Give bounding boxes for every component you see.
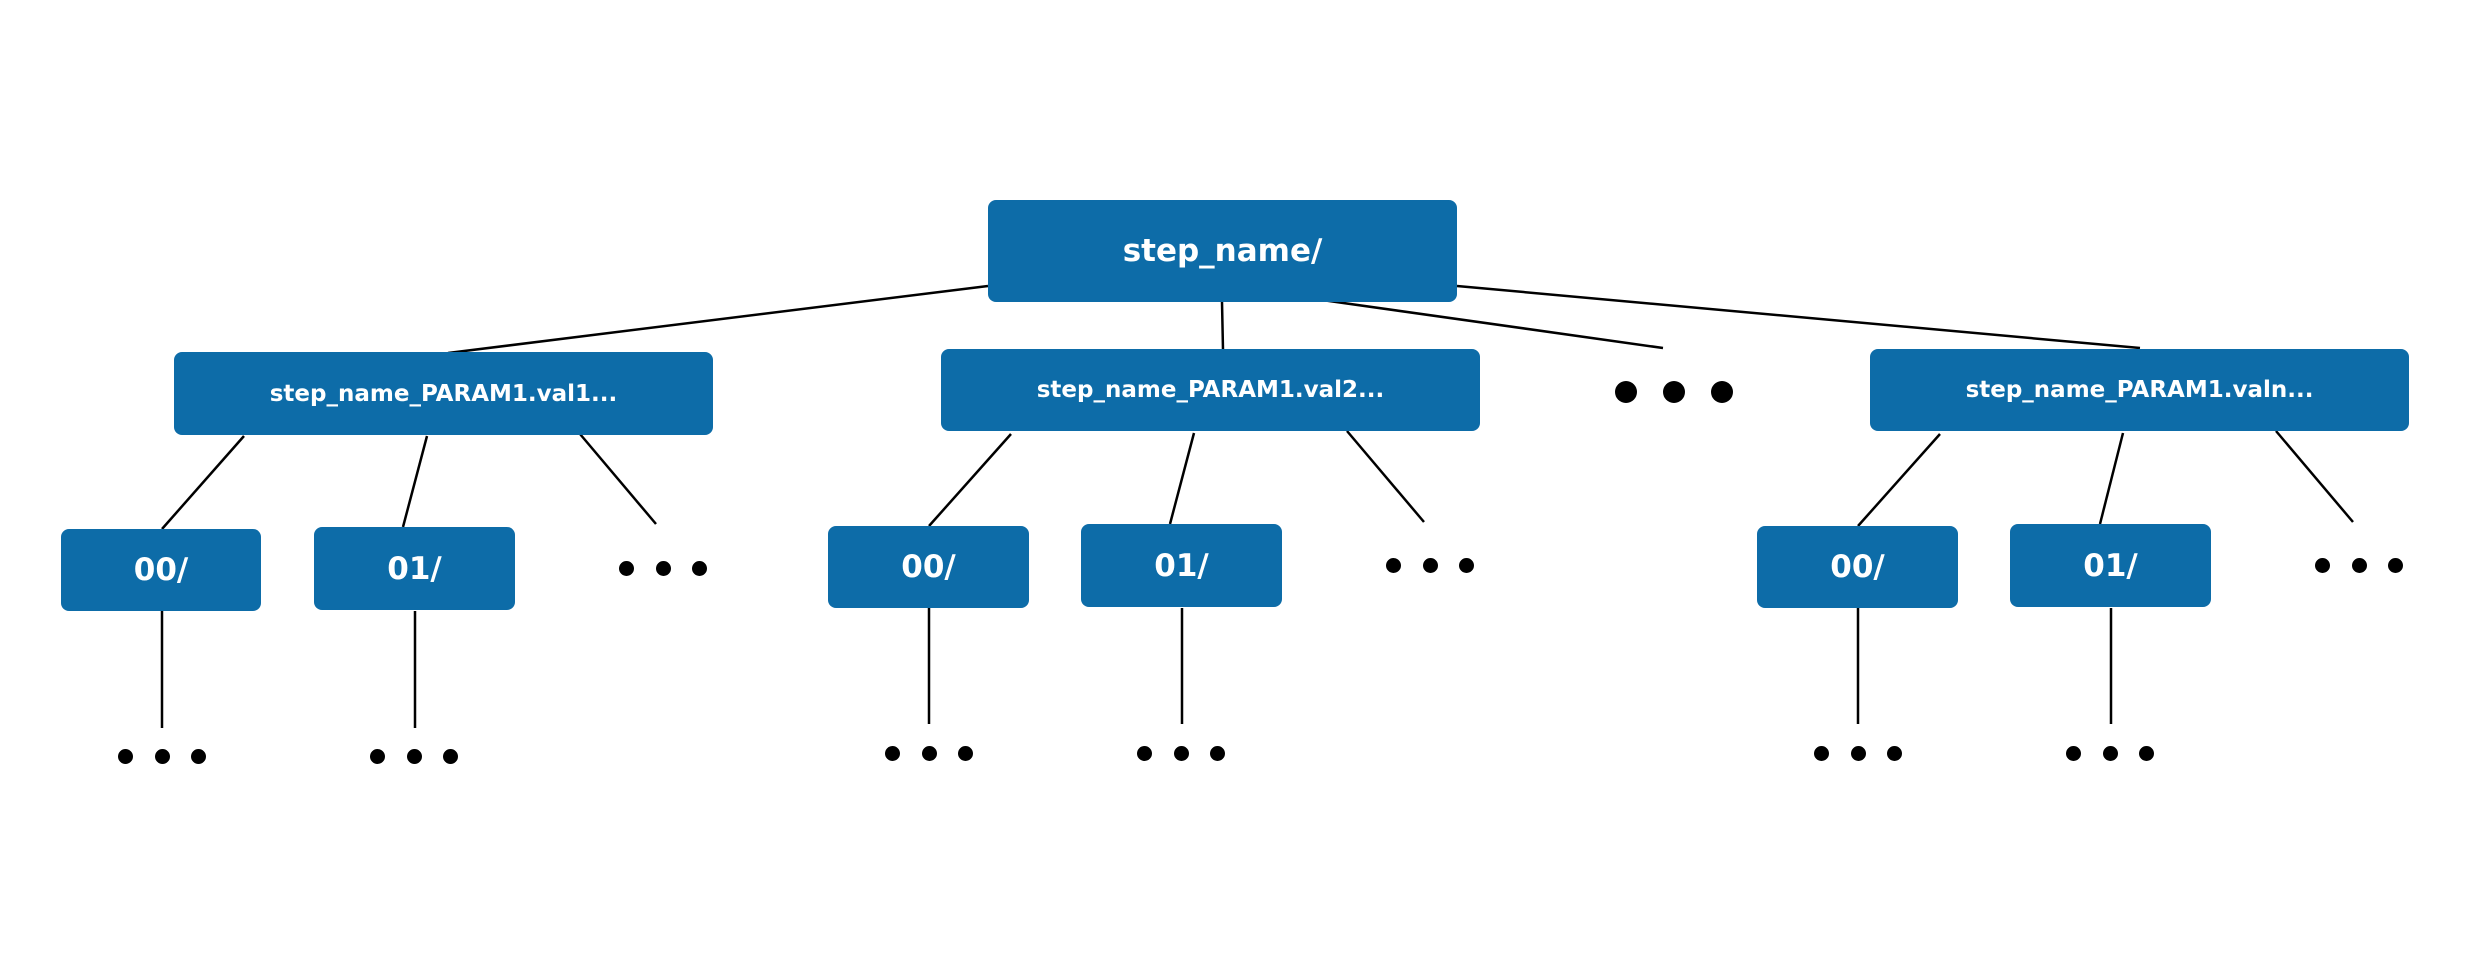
ellipsis-dot [1422,558,1438,573]
edge-param2-to-00 [928,433,1012,527]
leaf-ellipsis-param1-00 [118,749,206,764]
edge-param2-to-ellipsis [1346,430,1425,523]
dir-ellipsis-param2 [1386,558,1474,573]
leaf-ellipsis-param1-01 [370,749,458,764]
edge-param1-to-01 [401,435,429,528]
leaf-ellipsis-param2-01 [1137,746,1225,761]
ellipsis-dot [619,561,634,576]
ellipsis-dot [1173,746,1189,761]
edge-root-to-param2 [1220,301,1225,351]
ellipsis-dot [2351,558,2367,573]
ellipsis-dot [154,749,170,764]
ellipsis-dot [2388,558,2403,573]
ellipsis-dot [1663,381,1685,403]
ellipsis-dot [958,746,973,761]
dir-node-01-paramn: 01/ [2010,524,2211,607]
ellipsis-dot [406,749,422,764]
edge-param2-to-01 [1168,432,1196,525]
ellipsis-dot [692,561,707,576]
ellipsis-dot [2139,746,2154,761]
dir-node-00-paramn: 00/ [1757,526,1958,608]
dir-node-01-param1: 01/ [314,527,515,610]
dir-node-00-param1: 00/ [61,529,261,611]
edge-paramn-to-00 [1857,433,1941,527]
leaf-ellipsis-param2-00 [885,746,973,761]
edge-root-to-paramn [1456,284,2141,350]
ellipsis-dot [191,749,206,764]
ellipsis-dot [370,749,385,764]
ellipsis-dot [1711,381,1733,403]
ellipsis-dot [2066,746,2081,761]
edge-param1-to-ellipsis [579,433,657,525]
ellipsis-dot [1814,746,1829,761]
ellipsis-dot [1850,746,1866,761]
ellipsis-dot [1210,746,1225,761]
dir-node-00-param2: 00/ [828,526,1029,608]
dir-node-01-param2: 01/ [1081,524,1282,607]
ellipsis-dot [2315,558,2330,573]
root-node-step-name: step_name/ [988,200,1457,302]
dir-ellipsis-param1 [619,561,707,576]
ellipsis-dot [1887,746,1902,761]
ellipsis-dot [1386,558,1401,573]
ellipsis-dot [443,749,458,764]
ellipsis-dot [118,749,133,764]
edge-root-to-ellipsis [1321,298,1664,350]
ellipsis-dot [655,561,671,576]
edge-paramn-to-ellipsis [2275,430,2354,523]
param-node-valn: step_name_PARAM1.valn... [1870,349,2409,431]
ellipsis-dot [1137,746,1152,761]
edge-root-to-param1 [447,284,989,355]
edge-param1-to-00 [161,435,245,530]
leaf-ellipsis-paramn-01 [2066,746,2154,761]
leaf-ellipsis-paramn-00 [1814,746,1902,761]
ellipsis-dot [2102,746,2118,761]
ellipsis-dot [1615,381,1637,403]
ellipsis-dot [921,746,937,761]
edge-paramn-to-01 [2098,432,2125,525]
ellipsis-dot [885,746,900,761]
param-node-val2: step_name_PARAM1.val2... [941,349,1480,431]
ellipsis-dot [1459,558,1474,573]
dir-ellipsis-paramn [2315,558,2403,573]
param-ellipsis [1615,381,1733,403]
param-node-val1: step_name_PARAM1.val1... [174,352,713,435]
